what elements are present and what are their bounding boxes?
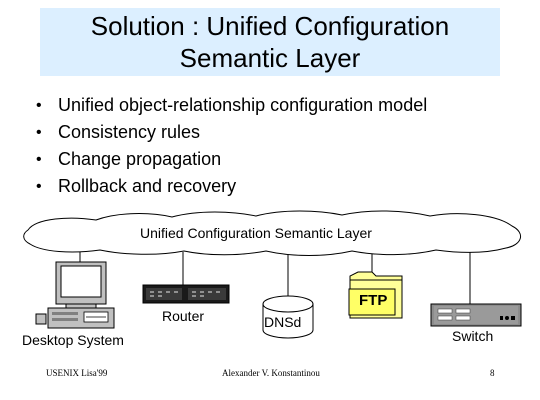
bullet-text: Consistency rules (58, 122, 201, 142)
bullet-text: Change propagation (58, 149, 222, 169)
desktop-system-label: Desktop System (22, 332, 124, 348)
bullet-item: • Unified object-relationship configurati… (36, 92, 427, 119)
bullet-item: • Change propagation (36, 146, 427, 173)
bullet-dot-icon: • (36, 178, 42, 195)
bullet-text: Unified object-relationship configuratio… (58, 95, 428, 115)
semantic-layer-cloud (23, 210, 521, 256)
bullet-item: • Consistency rules (36, 119, 427, 146)
switch-label: Switch (452, 328, 494, 344)
bullet-dot-icon: • (36, 124, 42, 141)
router-icon (142, 284, 230, 304)
bullet-list: • Unified object-relationship configurati… (36, 92, 427, 200)
dnsd-database-icon (262, 295, 314, 339)
dnsd-label: DNSd (264, 314, 302, 330)
ftp-label: FTP (359, 292, 388, 309)
router-label: Router (162, 308, 205, 324)
ftp-label-box (348, 288, 396, 316)
footer-center: Alexander V. Konstantinou (222, 368, 320, 378)
slide-title-line-2: Semantic Layer (179, 43, 361, 73)
slide-title-line-1: Solution : Unified Configuration (90, 11, 450, 41)
bullet-item: • Rollback and recovery (36, 173, 427, 200)
bullet-dot-icon: • (36, 97, 42, 114)
footer-left: USENIX Lisa'99 (46, 368, 108, 378)
desktop-computer-icon (35, 261, 115, 329)
switch-icon (430, 303, 522, 327)
footer-page-number: 8 (490, 368, 495, 378)
bullet-dot-icon: • (36, 151, 42, 168)
semantic-layer-label: Unified Configuration Semantic Layer (140, 225, 372, 241)
title-box: Solution : Unified Configuration Semanti… (40, 8, 500, 76)
bullet-text: Rollback and recovery (58, 176, 237, 196)
